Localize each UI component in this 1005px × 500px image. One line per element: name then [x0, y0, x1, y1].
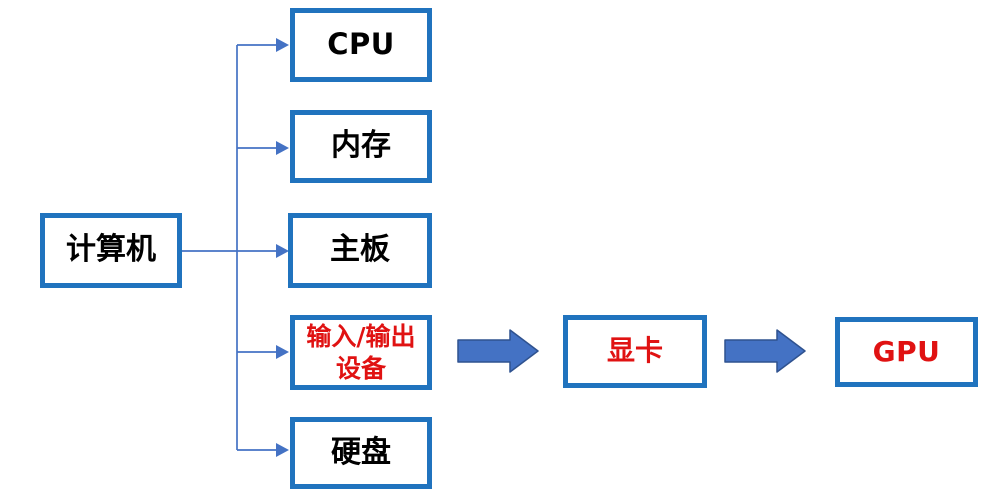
arrowhead-icon-cpu: [276, 38, 289, 52]
node-graphics-card-label: 显卡: [606, 334, 663, 368]
node-memory-label: 内存: [331, 128, 391, 164]
node-computer-label: 计算机: [66, 232, 156, 268]
node-io-device: 输入/输出设备: [290, 315, 432, 390]
node-cpu-label: CPU: [327, 27, 395, 62]
node-memory: 内存: [290, 110, 432, 183]
node-hard-disk: 硬盘: [290, 417, 432, 489]
node-motherboard-label: 主板: [330, 232, 390, 268]
block-arrow-icon-graphicscard-to-gpu: [724, 329, 806, 373]
node-computer: 计算机: [40, 213, 182, 288]
arrowhead-icon-io: [276, 345, 289, 359]
node-io-device-label: 输入/输出设备: [306, 322, 416, 383]
node-hard-disk-label: 硬盘: [331, 434, 391, 470]
node-cpu: CPU: [290, 8, 432, 82]
block-arrow-icon-io-to-graphicscard: [457, 329, 539, 373]
node-gpu: GPU: [835, 317, 978, 387]
node-gpu-label: GPU: [872, 334, 941, 368]
node-motherboard: 主板: [288, 213, 432, 288]
arrowhead-icon-memory: [276, 141, 289, 155]
arrowhead-icon-motherboard: [276, 244, 289, 258]
arrowhead-icon-harddisk: [276, 443, 289, 457]
node-graphics-card: 显卡: [563, 315, 707, 388]
